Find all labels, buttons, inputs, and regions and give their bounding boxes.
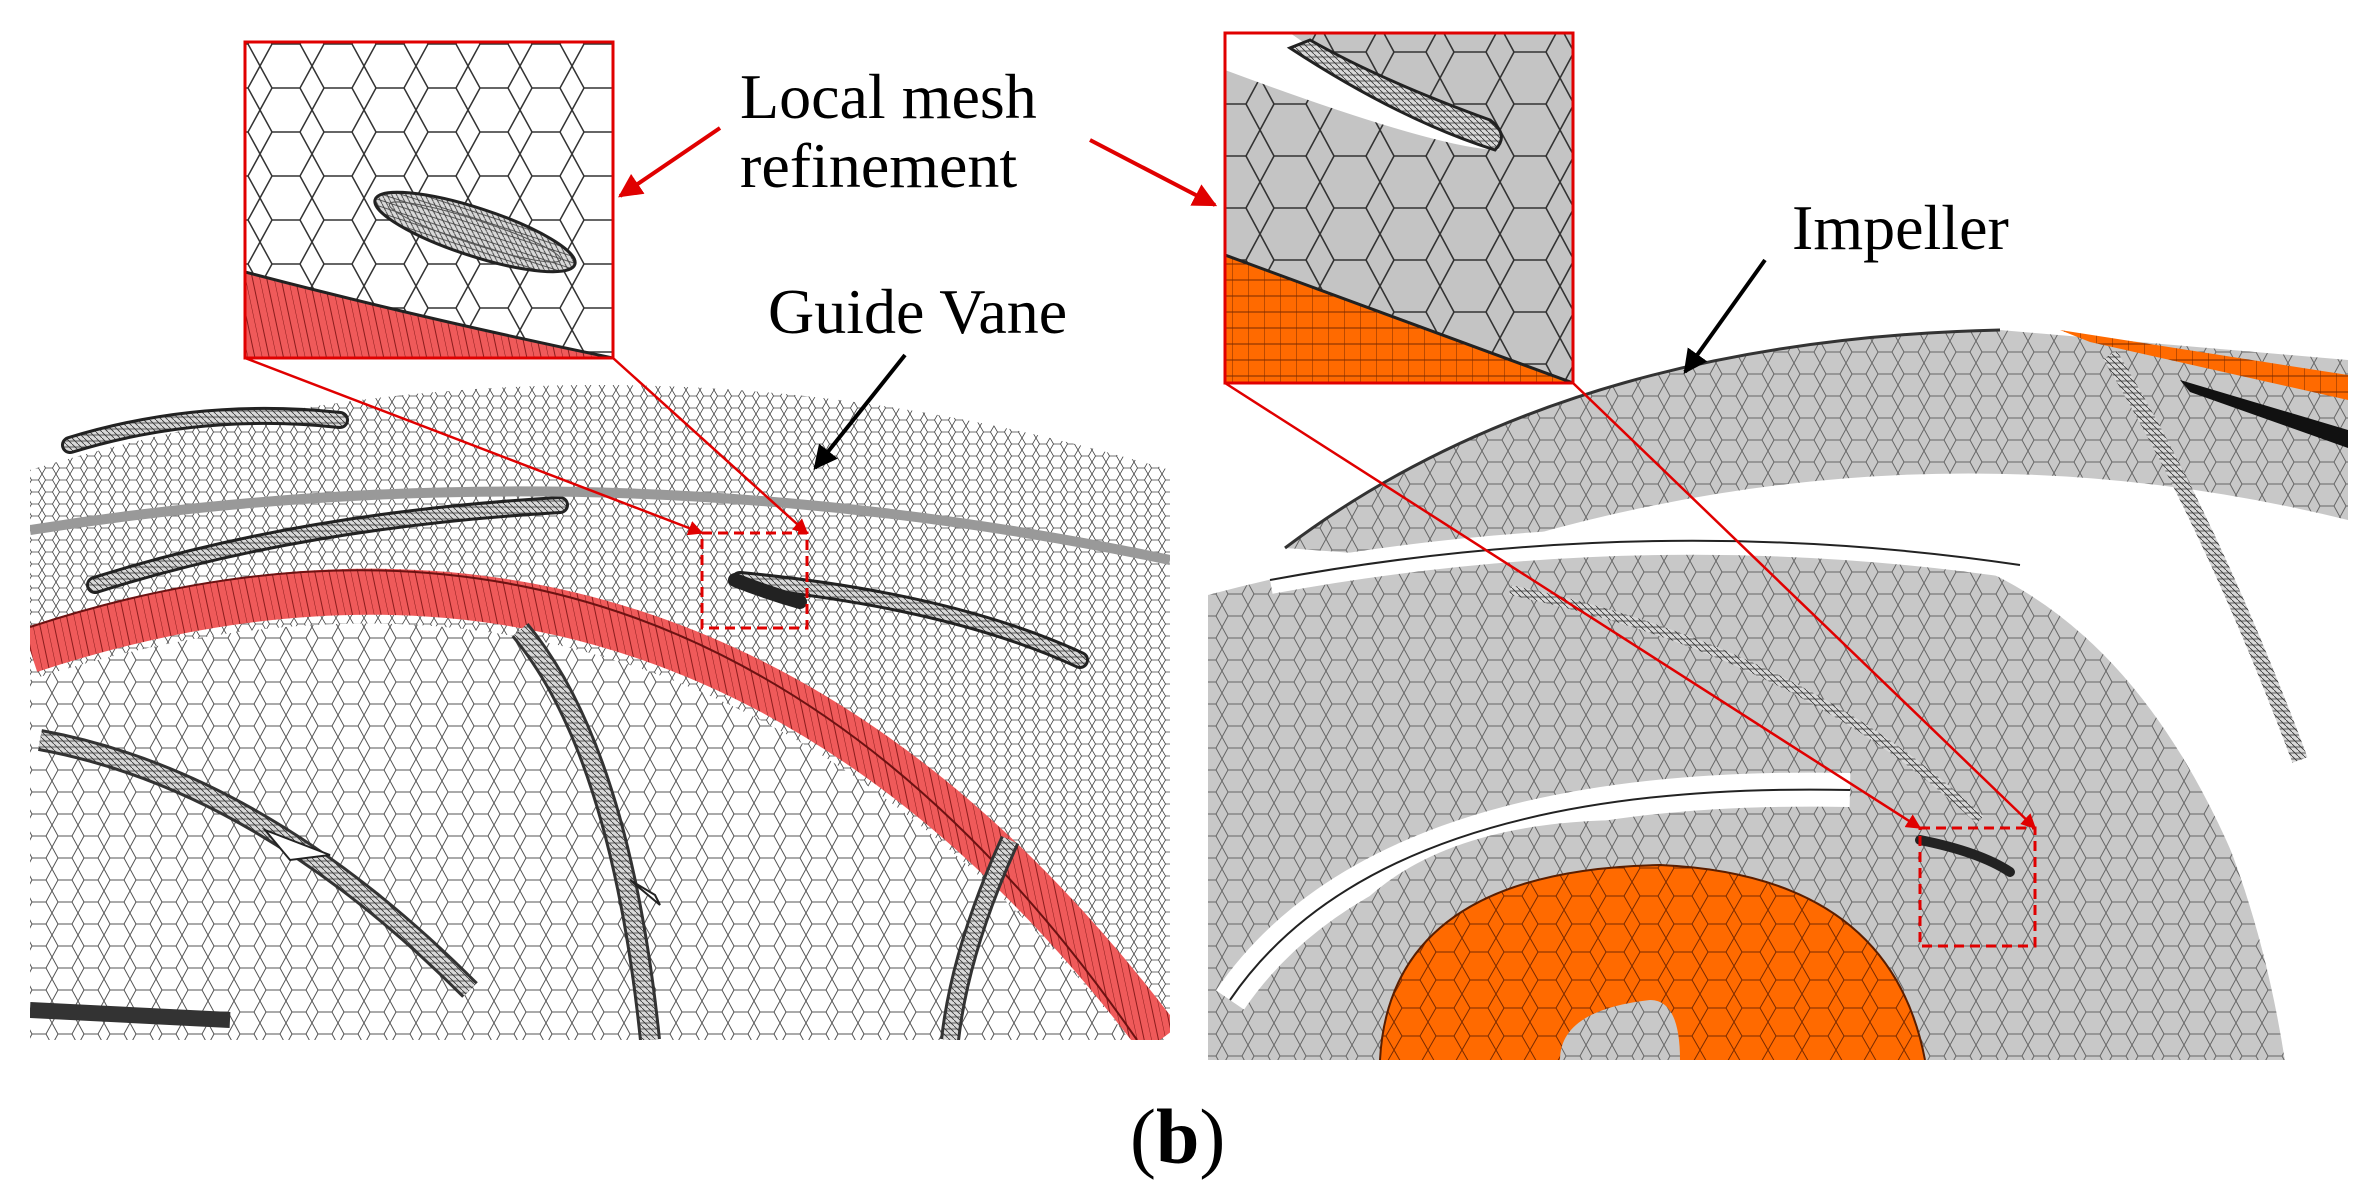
right-connector-b [1572,382,2037,830]
local-refinement-label: Local mesh refinement [740,61,1037,202]
callout-arrow-right [1089,138,1218,207]
guide-vane-pointer-arrow [813,353,907,470]
figure-caption: (b) [1130,1098,1225,1176]
left-zoom-inset [245,42,613,358]
caption-letter: b [1155,1093,1200,1180]
caption-open-paren: ( [1130,1093,1156,1180]
right-zoom-frame [1223,31,1575,385]
callout-arrow-left [618,126,722,198]
guide-vane-mesh-panel [30,360,1170,1040]
right-refinement-box [1918,826,2037,948]
left-connector-a [244,356,704,536]
right-zoom-inset [1225,33,1573,383]
impeller-pointer-arrow [1683,258,1767,374]
impeller-label: Impeller [1792,192,2009,263]
caption-close-paren: ) [1199,1093,1226,1180]
guide-vane-label: Guide Vane [768,276,1068,347]
right-connector-a [1224,381,1922,830]
left-refinement-box [700,531,809,630]
left-connector-b [612,357,809,535]
left-zoom-frame [243,40,615,360]
impeller-mesh-panel [1208,320,2348,1060]
